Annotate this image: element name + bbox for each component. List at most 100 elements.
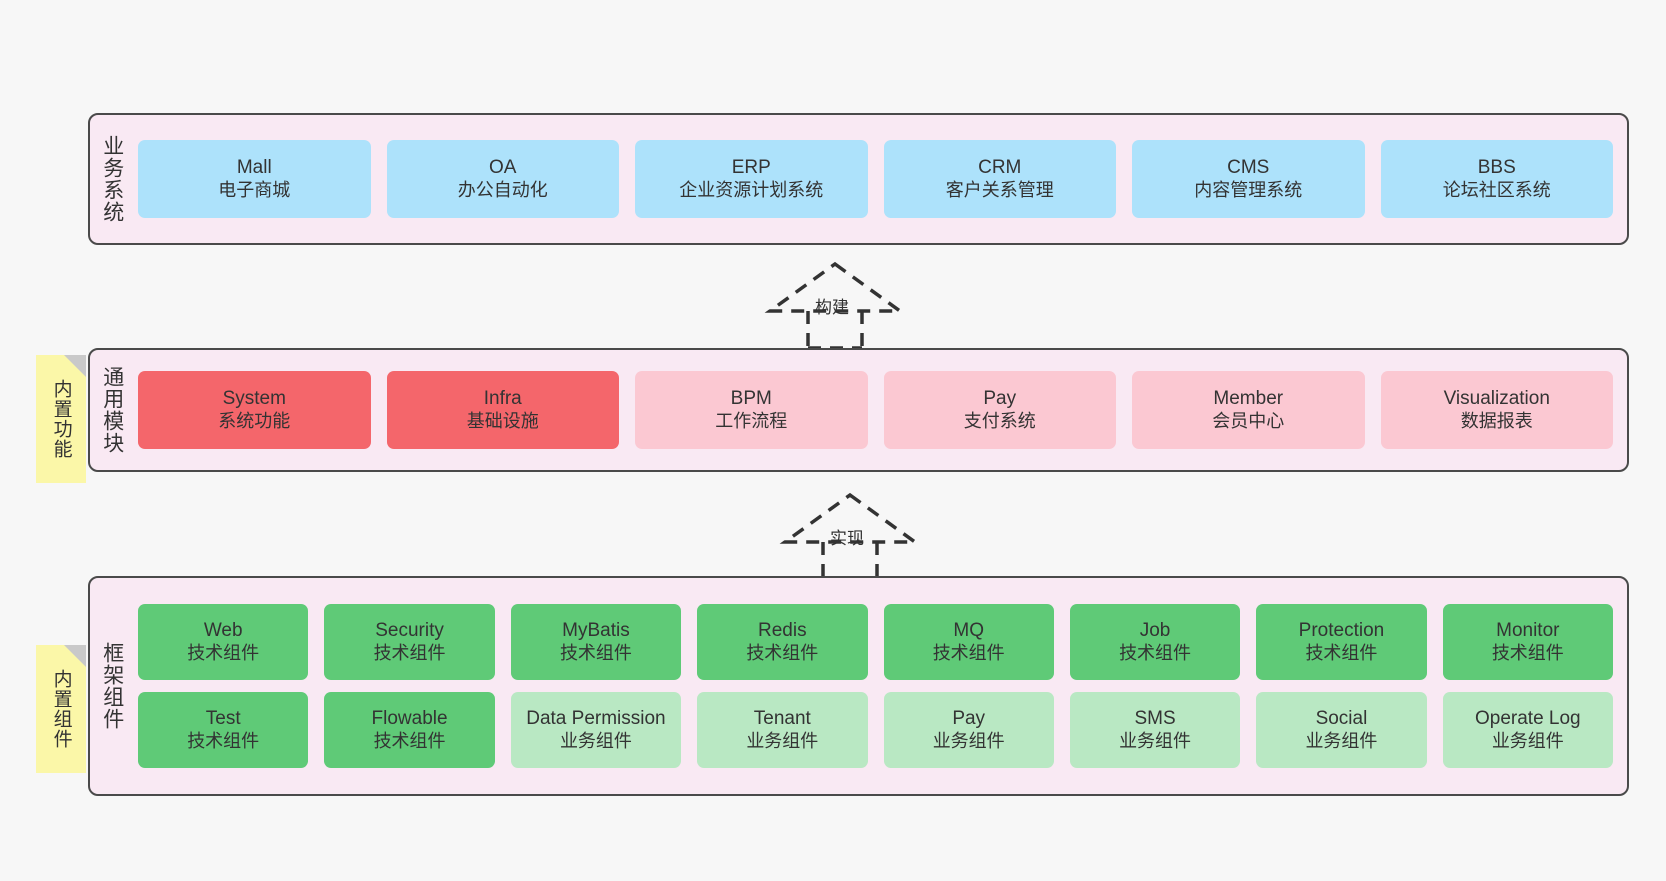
layer-framework-components: 框架组件 Web 技术组件 Security 技术组件 MyBatis 技术组件… bbox=[88, 576, 1629, 796]
node-test[interactable]: Test 技术组件 bbox=[138, 692, 309, 768]
node-system-subtitle: 系统功能 bbox=[218, 410, 291, 431]
node-sms-subtitle: 业务组件 bbox=[1119, 730, 1192, 751]
layer-business-label: 业务系统 bbox=[100, 135, 124, 223]
node-pay-component-title: Pay bbox=[952, 708, 986, 730]
node-cms-subtitle: 内容管理系统 bbox=[1194, 179, 1303, 200]
node-mq-subtitle: 技术组件 bbox=[932, 642, 1005, 663]
node-data-permission-title: Data Permission bbox=[526, 708, 666, 730]
node-mq[interactable]: MQ 技术组件 bbox=[883, 604, 1054, 680]
node-flowable-title: Flowable bbox=[371, 708, 448, 730]
node-monitor-subtitle: 技术组件 bbox=[1491, 642, 1564, 663]
node-pay-component[interactable]: Pay 业务组件 bbox=[883, 692, 1054, 768]
note-builtin-features: 内置功能 bbox=[36, 355, 86, 483]
layer-framework-body: Web 技术组件 Security 技术组件 MyBatis 技术组件 Redi… bbox=[134, 578, 1627, 794]
node-infra-title: Infra bbox=[483, 388, 522, 410]
node-pay-component-subtitle: 业务组件 bbox=[932, 730, 1005, 751]
node-mall[interactable]: Mall 电子商城 bbox=[138, 140, 371, 218]
connector-implement-label: 实现 bbox=[830, 529, 864, 548]
node-mall-subtitle: 电子商城 bbox=[218, 179, 291, 200]
node-crm-title: CRM bbox=[978, 157, 1022, 179]
node-infra[interactable]: Infra 基础设施 bbox=[386, 371, 619, 449]
node-mall-title: Mall bbox=[236, 157, 272, 179]
node-visualization-subtitle: 数据报表 bbox=[1460, 410, 1533, 431]
node-mybatis-title: MyBatis bbox=[562, 620, 630, 642]
node-bbs-subtitle: 论坛社区系统 bbox=[1442, 179, 1551, 200]
layer-modules-label: 通用模块 bbox=[100, 366, 124, 454]
node-web[interactable]: Web 技术组件 bbox=[138, 604, 309, 680]
node-cms-title: CMS bbox=[1227, 157, 1270, 179]
layer-common-modules: 通用模块 System 系统功能 Infra 基础设施 BPM 工作流程 Pay bbox=[88, 348, 1629, 472]
node-pay-module-subtitle: 支付系统 bbox=[963, 410, 1036, 431]
node-web-subtitle: 技术组件 bbox=[187, 642, 260, 663]
note-builtin-components-text: 内置组件 bbox=[50, 669, 72, 749]
module-node-row: System 系统功能 Infra 基础设施 BPM 工作流程 Pay 支付系统… bbox=[138, 371, 1613, 449]
node-operate-log-title: Operate Log bbox=[1474, 708, 1581, 730]
node-operate-log[interactable]: Operate Log 业务组件 bbox=[1442, 692, 1613, 768]
node-flowable[interactable]: Flowable 技术组件 bbox=[324, 692, 495, 768]
node-data-permission[interactable]: Data Permission 业务组件 bbox=[510, 692, 682, 768]
node-redis-title: Redis bbox=[758, 620, 807, 642]
node-social-subtitle: 业务组件 bbox=[1305, 730, 1378, 751]
node-visualization-title: Visualization bbox=[1443, 388, 1550, 410]
node-oa-subtitle: 办公自动化 bbox=[457, 179, 548, 200]
node-data-permission-subtitle: 业务组件 bbox=[559, 730, 632, 751]
node-bpm[interactable]: BPM 工作流程 bbox=[635, 371, 868, 449]
node-pay-module[interactable]: Pay 支付系统 bbox=[883, 371, 1116, 449]
node-bpm-subtitle: 工作流程 bbox=[715, 410, 788, 431]
node-redis-subtitle: 技术组件 bbox=[746, 642, 819, 663]
node-cms[interactable]: CMS 内容管理系统 bbox=[1132, 140, 1365, 218]
node-security-subtitle: 技术组件 bbox=[373, 642, 446, 663]
node-sms-title: SMS bbox=[1134, 708, 1176, 730]
node-monitor-title: Monitor bbox=[1496, 620, 1560, 642]
node-pay-module-title: Pay bbox=[983, 388, 1017, 410]
node-tenant-title: Tenant bbox=[753, 708, 811, 730]
node-social[interactable]: Social 业务组件 bbox=[1256, 692, 1427, 768]
node-job[interactable]: Job 技术组件 bbox=[1069, 604, 1241, 680]
framework-tech-row: Web 技术组件 Security 技术组件 MyBatis 技术组件 Redi… bbox=[138, 604, 1613, 680]
note-builtin-components: 内置组件 bbox=[36, 645, 86, 773]
node-sms[interactable]: SMS 业务组件 bbox=[1069, 692, 1241, 768]
node-crm[interactable]: CRM 客户关系管理 bbox=[883, 140, 1116, 218]
node-job-subtitle: 技术组件 bbox=[1119, 642, 1192, 663]
node-bbs[interactable]: BBS 论坛社区系统 bbox=[1380, 140, 1613, 218]
layer-business-body: Mall 电子商城 OA 办公自动化 ERP 企业资源计划系统 CRM 客户关系… bbox=[134, 115, 1627, 243]
node-test-subtitle: 技术组件 bbox=[187, 730, 260, 751]
node-protection-title: Protection bbox=[1298, 620, 1385, 642]
node-protection-subtitle: 技术组件 bbox=[1305, 642, 1378, 663]
node-visualization[interactable]: Visualization 数据报表 bbox=[1380, 371, 1613, 449]
node-member[interactable]: Member 会员中心 bbox=[1132, 371, 1365, 449]
node-oa[interactable]: OA 办公自动化 bbox=[386, 140, 619, 218]
note-builtin-features-text: 内置功能 bbox=[50, 379, 72, 459]
node-bbs-title: BBS bbox=[1477, 157, 1516, 179]
node-mybatis[interactable]: MyBatis 技术组件 bbox=[510, 604, 682, 680]
node-social-title: Social bbox=[1315, 708, 1368, 730]
node-flowable-subtitle: 技术组件 bbox=[373, 730, 446, 751]
node-oa-title: OA bbox=[489, 157, 517, 179]
node-redis[interactable]: Redis 技术组件 bbox=[697, 604, 868, 680]
node-crm-subtitle: 客户关系管理 bbox=[945, 179, 1054, 200]
node-system-title: System bbox=[222, 388, 286, 410]
node-monitor[interactable]: Monitor 技术组件 bbox=[1442, 604, 1613, 680]
node-erp-subtitle: 企业资源计划系统 bbox=[679, 179, 824, 200]
node-security-title: Security bbox=[375, 620, 444, 642]
node-job-title: Job bbox=[1139, 620, 1171, 642]
node-erp[interactable]: ERP 企业资源计划系统 bbox=[635, 140, 868, 218]
node-protection[interactable]: Protection 技术组件 bbox=[1256, 604, 1427, 680]
node-operate-log-subtitle: 业务组件 bbox=[1491, 730, 1564, 751]
node-infra-subtitle: 基础设施 bbox=[466, 410, 539, 431]
node-security[interactable]: Security 技术组件 bbox=[324, 604, 495, 680]
node-erp-title: ERP bbox=[731, 157, 771, 179]
node-mq-title: MQ bbox=[953, 620, 984, 642]
layer-framework-label: 框架组件 bbox=[100, 642, 124, 730]
node-mybatis-subtitle: 技术组件 bbox=[559, 642, 632, 663]
node-bpm-title: BPM bbox=[730, 388, 772, 410]
node-member-title: Member bbox=[1213, 388, 1284, 410]
connector-build-label: 构建 bbox=[815, 298, 849, 317]
layer-modules-body: System 系统功能 Infra 基础设施 BPM 工作流程 Pay 支付系统… bbox=[134, 350, 1627, 470]
node-tenant-subtitle: 业务组件 bbox=[746, 730, 819, 751]
node-system[interactable]: System 系统功能 bbox=[138, 371, 371, 449]
business-node-row: Mall 电子商城 OA 办公自动化 ERP 企业资源计划系统 CRM 客户关系… bbox=[138, 140, 1613, 218]
node-test-title: Test bbox=[205, 708, 241, 730]
node-tenant[interactable]: Tenant 业务组件 bbox=[697, 692, 868, 768]
